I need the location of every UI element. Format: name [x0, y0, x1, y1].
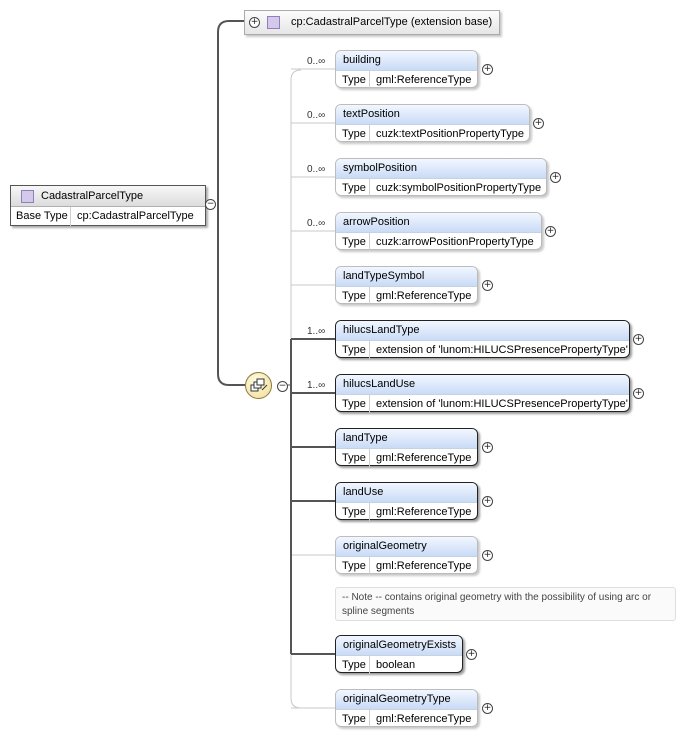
element-arrowPosition[interactable]: arrowPosition Type cuzk:arrowPositionProp…	[335, 212, 542, 251]
element-hilucsLandType[interactable]: hilucsLandType Type extension of 'lunom:H…	[335, 320, 630, 359]
base-type-key: Base Type	[11, 207, 71, 226]
expand-icon[interactable]: +	[482, 280, 493, 291]
element-name: originalGeometryType	[336, 690, 477, 710]
root-type-box[interactable]: CadastralParcelType Base Type cp:Cadastr…	[10, 185, 206, 226]
sequence-icon	[250, 378, 268, 392]
type-key: Type	[336, 233, 370, 251]
type-value: boolean	[376, 659, 416, 671]
cardinality-label: 1..∞	[307, 380, 326, 391]
type-value: gml:ReferenceType	[376, 506, 472, 518]
type-key: Type	[336, 449, 370, 467]
expand-icon[interactable]: +	[633, 388, 644, 399]
element-originalGeometryType[interactable]: originalGeometryType Type gml:ReferenceTy…	[335, 689, 478, 728]
expand-icon[interactable]: +	[550, 172, 561, 183]
type-key: Type	[336, 287, 370, 305]
root-base-type-row: Base Type cp:CadastralParcelType	[11, 207, 205, 226]
type-value: gml:ReferenceType	[376, 713, 472, 725]
cardinality-label: 0..∞	[307, 218, 326, 229]
expand-icon[interactable]: +	[545, 226, 556, 237]
cardinality-label: 0..∞	[307, 110, 326, 121]
type-key: Type	[336, 71, 370, 89]
type-value: cuzk:textPositionPropertyType	[376, 128, 524, 140]
extension-base-box[interactable]: + cp:CadastralParcelType (extension base…	[244, 10, 500, 35]
element-name: symbolPosition	[336, 159, 546, 179]
collapse-icon[interactable]: −	[277, 381, 288, 392]
annotation-note: -- Note -- contains original geometry wi…	[335, 587, 676, 621]
element-landUse[interactable]: landUse Type gml:ReferenceType	[335, 482, 478, 521]
expand-icon[interactable]: +	[249, 17, 260, 28]
type-key: Type	[336, 125, 370, 143]
expand-icon[interactable]: +	[482, 496, 493, 507]
element-building[interactable]: building Type gml:ReferenceType	[335, 50, 478, 89]
expand-icon[interactable]: +	[466, 649, 477, 660]
root-type-name: CadastralParcelType	[41, 190, 144, 202]
extension-base-label: cp:CadastralParcelType (extension base)	[291, 16, 493, 28]
element-name: landTypeSymbol	[336, 267, 477, 287]
type-value: gml:ReferenceType	[376, 452, 472, 464]
type-key: Type	[336, 179, 370, 197]
expand-icon[interactable]: +	[533, 118, 544, 129]
cardinality-label: 0..∞	[307, 164, 326, 175]
type-key: Type	[336, 656, 370, 674]
element-originalGeometryExists[interactable]: originalGeometryExists Type boolean	[335, 635, 463, 674]
type-value: cuzk:symbolPositionPropertyType	[376, 182, 542, 194]
element-name: originalGeometry	[336, 537, 477, 557]
sequence-compositor[interactable]	[245, 372, 272, 399]
expand-icon[interactable]: +	[482, 64, 493, 75]
type-key: Type	[336, 503, 370, 521]
cardinality-label: 1..∞	[307, 326, 326, 337]
type-value: gml:ReferenceType	[376, 560, 472, 572]
type-value: cuzk:arrowPositionPropertyType	[376, 236, 534, 248]
element-name: arrowPosition	[336, 213, 541, 233]
element-name: hilucsLandType	[336, 321, 629, 341]
type-value: extension of 'lunom:HILUCSPresenceProper…	[376, 344, 628, 356]
type-key: Type	[336, 710, 370, 728]
element-hilucsLandUse[interactable]: hilucsLandUse Type extension of 'lunom:HI…	[335, 374, 630, 413]
type-value: gml:ReferenceType	[376, 74, 472, 86]
expand-icon[interactable]: +	[633, 334, 644, 345]
element-name: textPosition	[336, 105, 529, 125]
element-name: building	[336, 51, 477, 71]
type-key: Type	[336, 557, 370, 575]
complex-type-icon	[267, 16, 280, 29]
element-landType[interactable]: landType Type gml:ReferenceType	[335, 428, 478, 467]
type-key: Type	[336, 395, 370, 413]
root-type-header: CadastralParcelType	[11, 186, 205, 207]
element-originalGeometry[interactable]: originalGeometry Type gml:ReferenceType	[335, 536, 478, 575]
expand-icon[interactable]: +	[482, 442, 493, 453]
cardinality-label: 0..∞	[307, 56, 326, 67]
element-name: hilucsLandUse	[336, 375, 629, 395]
type-key: Type	[336, 341, 370, 359]
element-symbolPosition[interactable]: symbolPosition Type cuzk:symbolPositionPr…	[335, 158, 547, 197]
type-value: extension of 'lunom:HILUCSPresenceProper…	[376, 398, 628, 410]
base-type-value: cp:CadastralParcelType	[77, 210, 194, 222]
element-name: landType	[336, 429, 477, 449]
expand-icon[interactable]: +	[482, 550, 493, 561]
element-name: originalGeometryExists	[336, 636, 462, 656]
complex-type-icon	[21, 190, 34, 203]
type-value: gml:ReferenceType	[376, 290, 472, 302]
element-name: landUse	[336, 483, 477, 503]
element-textPosition[interactable]: textPosition Type cuzk:textPositionProper…	[335, 104, 530, 143]
collapse-icon[interactable]: −	[205, 199, 216, 210]
element-landTypeSymbol[interactable]: landTypeSymbol Type gml:ReferenceType	[335, 266, 478, 305]
expand-icon[interactable]: +	[482, 703, 493, 714]
